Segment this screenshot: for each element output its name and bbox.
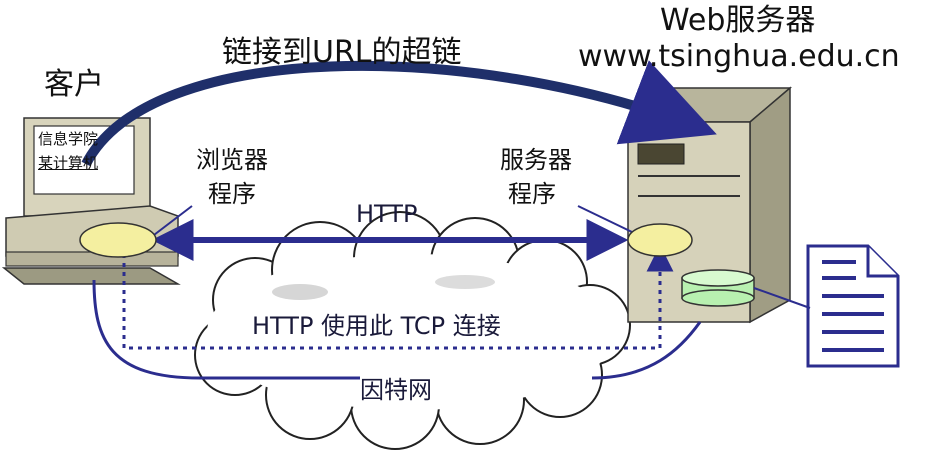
browser-label-line2: 程序 xyxy=(208,180,256,208)
browser-ellipse xyxy=(79,222,157,258)
client-label: 客户 xyxy=(44,67,104,102)
screen-text-line1: 信息学院 xyxy=(38,130,99,148)
internet-cloud xyxy=(194,211,631,450)
server-domain-label: www.tsinghua.edu.cn xyxy=(578,39,900,74)
hyperlink-label: 链接到URL的超链 xyxy=(222,35,462,70)
http-label: HTTP xyxy=(356,200,418,228)
server-program-ellipse xyxy=(627,223,693,257)
web-server-label: Web服务器 xyxy=(660,3,816,38)
hyperlink-arrow xyxy=(81,60,717,167)
internet-label: 因特网 xyxy=(360,376,432,404)
server-program-label-line2: 程序 xyxy=(508,180,556,208)
connections xyxy=(92,205,811,380)
tcp-dotted-line xyxy=(122,244,674,350)
document-icon xyxy=(806,244,900,368)
screen-text-line2: 某计算机 xyxy=(38,154,99,172)
browser-label-line1: 浏览器 xyxy=(196,146,268,174)
tcp-label: HTTP 使用此 TCP 连接 xyxy=(252,312,501,340)
database-disk-icon xyxy=(681,269,755,307)
server-program-label-line1: 服务器 xyxy=(500,146,572,174)
